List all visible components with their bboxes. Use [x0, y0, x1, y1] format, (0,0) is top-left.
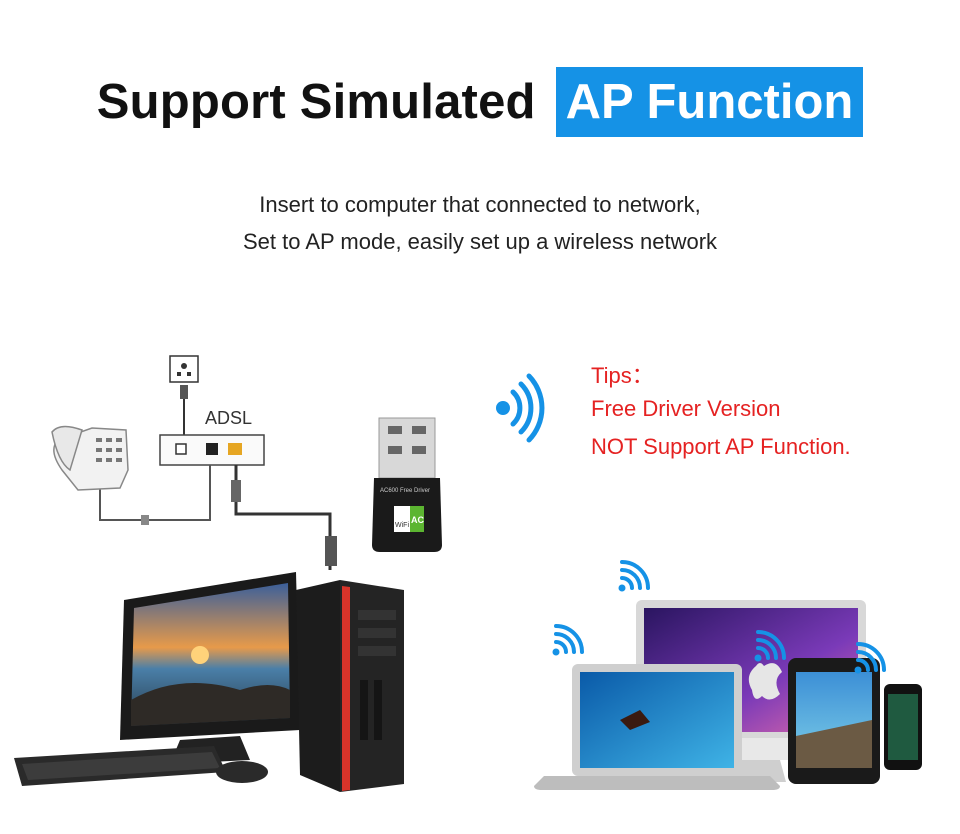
title-plain: Support Simulated [96, 75, 536, 129]
wifi-icon [854, 642, 886, 674]
adsl-label: ADSL [205, 408, 252, 428]
desktop-monitor-icon [120, 572, 300, 764]
description-line-1: Insert to computer that connected to net… [259, 192, 701, 217]
title-highlight: AP Function [555, 67, 864, 137]
page-title: Support Simulated AP Function [0, 66, 960, 138]
wifi-icon [754, 630, 786, 662]
adapter-badge-wifi: WiFi [395, 522, 409, 529]
adsl-modem-icon [159, 434, 265, 466]
mouse-icon [216, 761, 268, 783]
tips-heading: Tips： [591, 363, 654, 388]
usb-wifi-adapter-icon: AC600 Free Driver WiFi AC [372, 417, 442, 552]
adapter-brand-text: AC600 Free Driver [380, 488, 430, 494]
tips-line-1: Free Driver Version [591, 396, 781, 421]
smartphone-icon [884, 684, 922, 770]
wifi-icon [618, 560, 650, 592]
description-line-2: Set to AP mode, easily set up a wireless… [242, 229, 718, 254]
wall-outlet-icon [169, 355, 199, 399]
pc-tower-icon [296, 580, 404, 792]
adapter-badge-ac: AC [411, 515, 424, 525]
telephone-icon [51, 425, 129, 491]
tips-line-2: NOT Support AP Function. [591, 434, 851, 459]
wifi-signal-icon [496, 373, 545, 443]
tablet-icon [788, 658, 880, 784]
keyboard-icon [14, 746, 226, 786]
laptop-icon [534, 664, 780, 790]
wifi-icon [552, 624, 584, 656]
